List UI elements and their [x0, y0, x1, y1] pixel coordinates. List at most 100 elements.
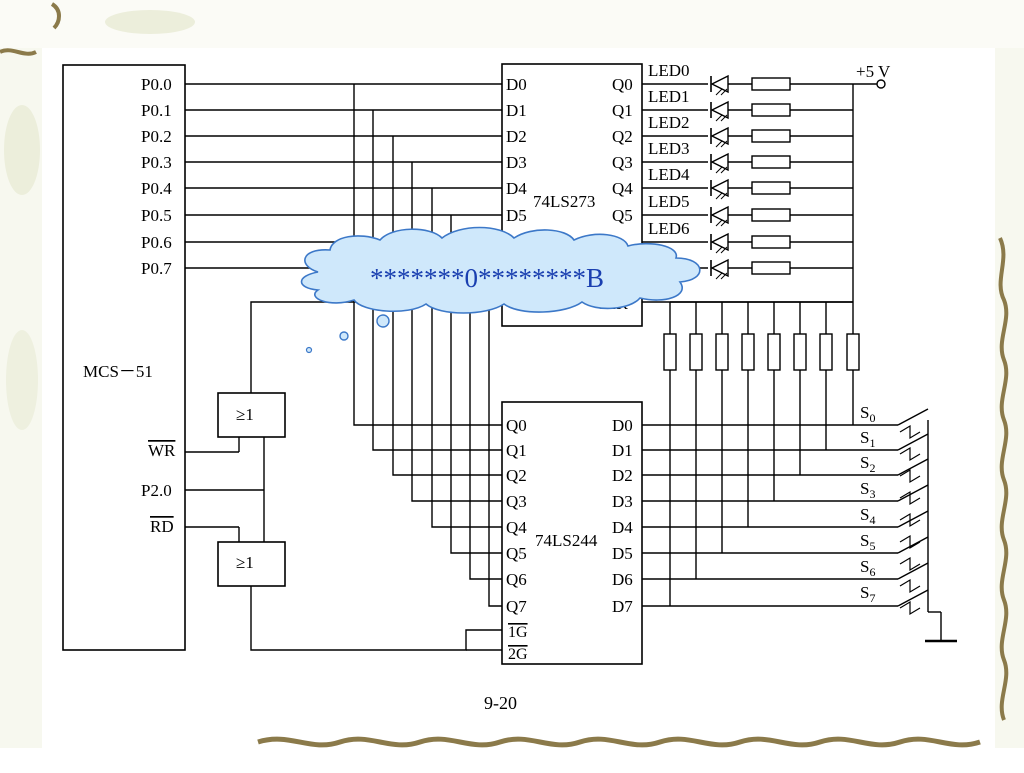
switch-label-base: S [860, 531, 869, 550]
pullup-resistor [819, 333, 833, 371]
vine-top-left [0, 48, 37, 56]
latch-d-pin: D4 [506, 179, 527, 198]
leaf-decoration [6, 330, 38, 430]
led-label: LED3 [648, 139, 690, 158]
latch-d-pin: D2 [506, 127, 527, 146]
led-diode-icon [710, 232, 729, 252]
latch-d-pin: D5 [506, 206, 527, 225]
led-diode-icon [710, 74, 729, 94]
led-emission-arrow [715, 140, 723, 148]
cloud-bubble [376, 314, 390, 328]
switch-knob-icon [899, 556, 921, 572]
switch-label-sub: 7 [869, 591, 875, 605]
supply-label: +5 V [856, 62, 891, 81]
mcu-pin-label: P0.0 [141, 75, 172, 94]
switch-label: S5 [860, 531, 875, 553]
vine-curl [50, 2, 61, 30]
pullup-resistor [741, 333, 755, 371]
callout-cloud: *******0********B [300, 226, 701, 354]
buffer-body [501, 401, 643, 665]
buffer-q-pin: Q5 [506, 544, 527, 563]
buffer-d-pin: D1 [612, 441, 633, 460]
led-label: LED0 [648, 61, 690, 80]
or-gate-top: ≥1 [217, 392, 286, 438]
led-resistor [751, 208, 791, 222]
led-emission-arrow [720, 219, 728, 227]
pullup-resistor [715, 333, 729, 371]
latch-d-pin: D1 [506, 101, 527, 120]
led-label: LED6 [648, 219, 690, 238]
led-resistor [751, 155, 791, 169]
pullup-resistor [767, 333, 781, 371]
led-label: LED1 [648, 87, 690, 106]
led-resistor [751, 261, 791, 275]
supply-node [876, 79, 886, 89]
mcu-pin-label: P0.1 [141, 101, 172, 120]
buffer-chip: 74LS244 Q0Q1Q2Q3Q4Q5Q6Q7D0D1D2D3D4D5D6D7… [501, 401, 643, 665]
led-diode-icon [710, 126, 729, 146]
buffer-q-pin: Q4 [506, 518, 527, 537]
buffer-q-pin: Q2 [506, 466, 527, 485]
switch-label-base: S [860, 403, 869, 422]
pullup-resistor [663, 333, 677, 371]
led-label: LED5 [648, 192, 690, 211]
or-gate-label: ≥1 [236, 553, 254, 572]
switch-label-base: S [860, 583, 869, 602]
buffer-d-pin: D6 [612, 570, 633, 589]
switch-knob-icon [899, 424, 921, 440]
switch-label: S6 [860, 557, 875, 579]
mcu-pin-label: P0.7 [141, 259, 172, 278]
buffer-d-pin: D7 [612, 597, 633, 616]
led-diode-icon [710, 205, 729, 225]
led-emission-arrow [715, 166, 723, 174]
led-emission-arrow [715, 192, 723, 200]
mcu-p20-label: P2.0 [141, 481, 172, 500]
led-diode-icon [710, 100, 729, 120]
led-emission-arrow [715, 272, 723, 280]
switch-label-sub: 3 [869, 487, 875, 501]
buffer-q-pin: Q3 [506, 492, 527, 511]
switch-label-base: S [860, 479, 869, 498]
switch-contact [897, 589, 929, 607]
switch-label-sub: 5 [869, 539, 875, 553]
or-gate-bottom: ≥1 [217, 541, 286, 587]
led-resistor [751, 129, 791, 143]
mcu-pin-label: P0.6 [141, 233, 172, 252]
switch-knob-icon [899, 578, 921, 594]
mcu-pin-label: P0.3 [141, 153, 172, 172]
led-label: LED4 [648, 165, 690, 184]
data-bus-drop [353, 84, 502, 426]
led-emission-arrow [720, 114, 728, 122]
buffer-d-pin: D0 [612, 416, 633, 435]
switch-label-sub: 1 [869, 436, 875, 450]
led-diode-icon [710, 178, 729, 198]
led-resistor [751, 103, 791, 117]
switch-contact [897, 458, 929, 476]
switch-label-base: S [860, 453, 869, 472]
switch-label: S1 [860, 428, 875, 450]
switch-label-sub: 6 [869, 565, 875, 579]
cloud-bubble [305, 346, 313, 354]
data-bus-drop [372, 110, 502, 451]
cloud-bubble [339, 331, 349, 341]
supply-terminal: +5 V [856, 62, 891, 89]
latch-q-pin: Q5 [612, 206, 633, 225]
led-diode-icon [710, 152, 729, 172]
ground-symbol [925, 612, 957, 643]
switch-label-base: S [860, 557, 869, 576]
switch-knob-icon [899, 490, 921, 506]
switch-contact [897, 433, 929, 451]
led-resistor [751, 77, 791, 91]
mcu-body [62, 64, 186, 651]
led-emission-arrow [715, 246, 723, 254]
switch-knob-icon [899, 446, 921, 462]
latch-name: 74LS273 [533, 192, 595, 211]
latch-q-pin: Q1 [612, 101, 633, 120]
leaf-decoration [105, 10, 195, 34]
led-emission-arrow [715, 88, 723, 96]
led-emission-arrow [720, 246, 728, 254]
switch-knob-icon [899, 512, 921, 528]
